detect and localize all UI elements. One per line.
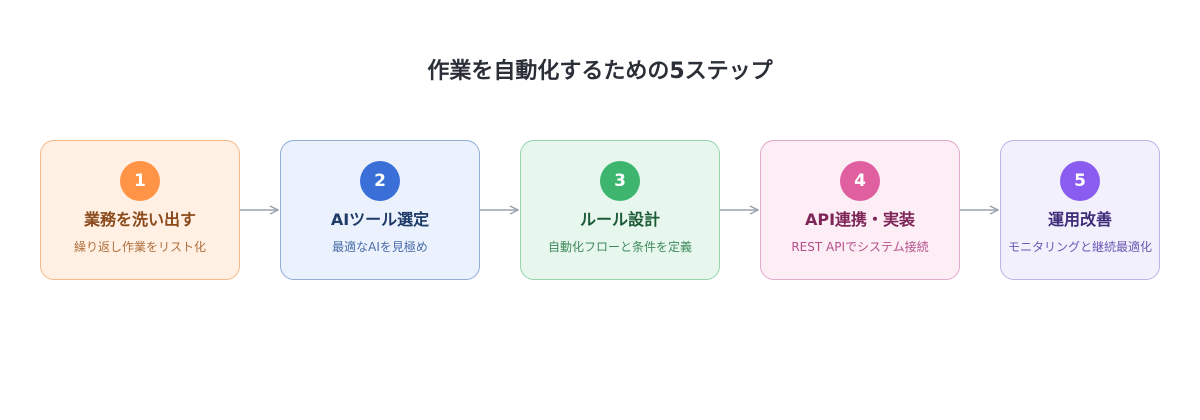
step-title: API連携・実装	[804, 210, 916, 229]
step-subtitle: 自動化フローと条件を定義	[547, 240, 692, 254]
step-card-2: 2 AIツール選定 最適なAIを見極め	[280, 140, 480, 280]
step-subtitle: モニタリングと継続最適化	[1007, 240, 1152, 254]
step-number-badge: 4	[840, 161, 880, 201]
step-title: 運用改善	[1047, 210, 1112, 229]
step-number-badge: 5	[1060, 161, 1100, 201]
page-title: 作業を自動化するための5ステップ	[427, 59, 773, 84]
step-card-5: 5 運用改善 モニタリングと継続最適化	[1000, 140, 1160, 280]
step-subtitle: 繰り返し作業をリスト化	[73, 240, 206, 254]
step-card-1: 1 業務を洗い出す 繰り返し作業をリスト化	[40, 140, 240, 280]
step-number-badge: 2	[360, 161, 400, 201]
step-number-badge: 3	[600, 161, 640, 201]
step-title: 業務を洗い出す	[83, 210, 196, 229]
step-title: ルール設計	[579, 210, 660, 229]
step-card-4: 4 API連携・実装 REST APIでシステム接続	[760, 140, 960, 280]
step-card-3: 3 ルール設計 自動化フローと条件を定義	[520, 140, 720, 280]
step-subtitle: REST APIでシステム接続	[791, 240, 929, 254]
step-subtitle: 最適なAIを見極め	[332, 240, 428, 254]
step-number-badge: 1	[120, 161, 160, 201]
step-title: AIツール選定	[330, 210, 430, 229]
